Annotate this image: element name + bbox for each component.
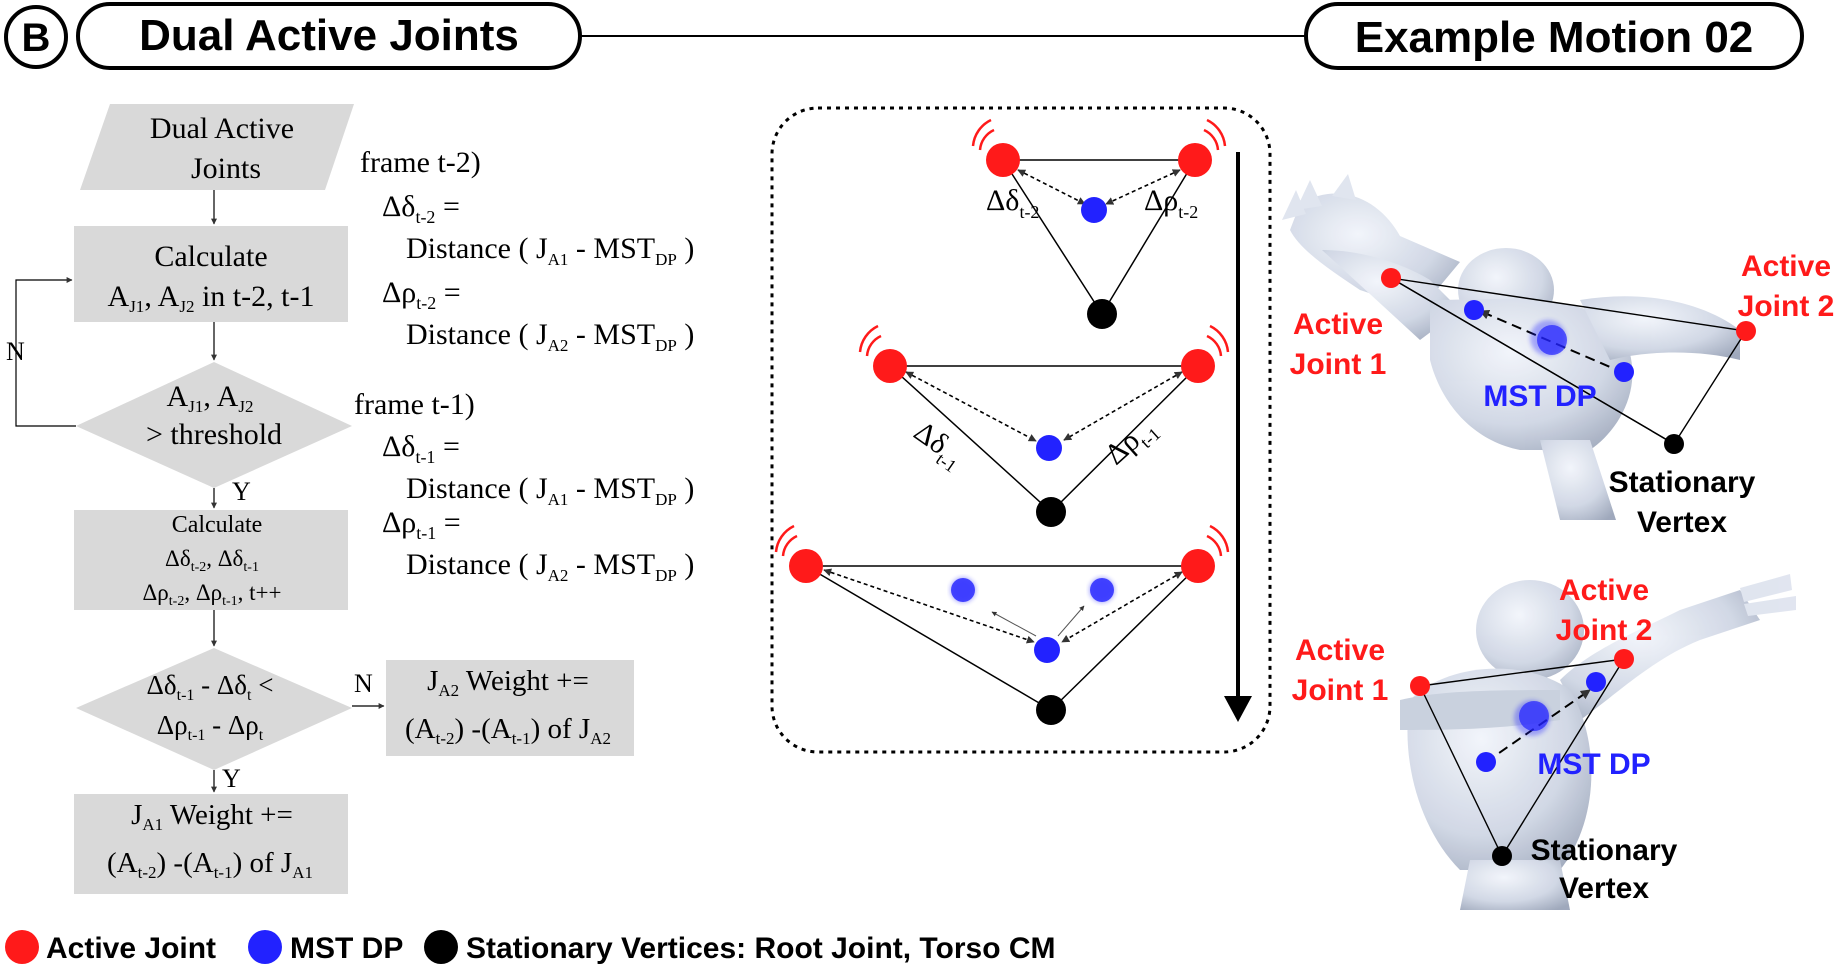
weight-a1-line-2: (At-2) -(At-1) of JA1 xyxy=(107,847,313,882)
no-label-2: N xyxy=(354,669,373,698)
weight-decision-line-1: Δδt-1 - Δδt < xyxy=(147,670,274,704)
weight-a2-line-2: (At-2) -(At-1) of JA2 xyxy=(405,713,611,748)
threshold-line-2: > threshold xyxy=(146,418,282,451)
diag-delta-t1: Δδt-1 xyxy=(905,415,971,477)
calc-accel-line-2: AJ1, AJ2 in t-2, t-1 xyxy=(108,280,315,316)
threshold-decision xyxy=(76,362,352,488)
start-node xyxy=(80,104,354,190)
page-title: Dual Active Joints xyxy=(139,11,519,60)
threshold-line-1: AJ1, AJ2 xyxy=(167,380,254,416)
header: B Dual Active Joints Example Motion 02 xyxy=(4,2,1804,70)
triangle-t1: Δδt-1 Δρt-1 xyxy=(858,324,1230,527)
weight-a1-line-1: JA1 Weight += xyxy=(131,799,293,834)
formulas: frame t-2) Δδt-2 = Distance ( JA1 - MSTD… xyxy=(354,146,694,585)
time-arrow-head xyxy=(1224,696,1252,722)
weight-decision xyxy=(76,648,352,770)
legend-active-label: Active Joint xyxy=(46,932,216,965)
frame-t1-label: frame t-1) xyxy=(354,388,475,421)
weight-a2-box xyxy=(386,660,634,756)
calc-accel-box xyxy=(74,226,348,322)
diag-delta-t2: Δδt-2 xyxy=(986,184,1039,222)
delta-t1-eq: Δδt-1 = xyxy=(382,430,460,467)
rho-t2-eq: Δρt-2 = xyxy=(382,276,461,313)
weight-a1-box xyxy=(74,794,348,894)
fig2-mst-dp: MST DP xyxy=(1537,748,1650,781)
calc-delta-line-1: Calculate xyxy=(172,512,263,538)
calc-delta-box xyxy=(74,510,348,610)
calc-delta-line-3: Δρt-2, Δρt-1, t++ xyxy=(142,580,281,609)
flowchart: Dual Active Joints Calculate AJ1, AJ2 in… xyxy=(6,104,634,894)
triangle-t xyxy=(774,524,1230,725)
section-badge-label: B xyxy=(22,16,51,60)
diagram-frame xyxy=(770,106,1272,754)
diag-rho-t1: Δρt-1 xyxy=(1099,410,1165,475)
rho-t1-distance: Distance ( JA2 - MSTDP ) xyxy=(406,548,694,585)
legend-mst-swatch xyxy=(248,930,282,964)
legend-mst-label: MST DP xyxy=(290,932,403,965)
triangle-diagrams: Δδt-2 Δρt-2 Δδt-1 Δρt-1 xyxy=(770,106,1272,754)
triangle-t2: Δδt-2 Δρt-2 xyxy=(971,118,1227,329)
section-badge xyxy=(4,5,68,69)
legend-stationary-label: Stationary Vertices: Root Joint, Torso C… xyxy=(466,932,1056,965)
diag-rho-t2: Δρt-2 xyxy=(1144,184,1198,222)
yes-label-2: Y xyxy=(222,764,241,793)
frame-t2-label: frame t-2) xyxy=(360,146,481,179)
fig1-mst-dp: MST DP xyxy=(1483,380,1596,413)
rho-t1-eq: Δρt-1 = xyxy=(382,506,461,543)
calc-delta-line-2: Δδt-2, Δδt-1 xyxy=(165,546,259,575)
delta-t1-distance: Distance ( JA1 - MSTDP ) xyxy=(406,472,694,509)
no-loop-arrow xyxy=(15,277,76,427)
start-line-1: Dual Active xyxy=(150,112,294,145)
legend-active-swatch xyxy=(5,930,39,964)
yes-label-1: Y xyxy=(232,477,251,506)
example-title: Example Motion 02 xyxy=(1355,13,1754,62)
start-line-2: Joints xyxy=(191,152,261,185)
example-pill xyxy=(1304,2,1804,70)
legend: Active Joint MST DP Stationary Vertices:… xyxy=(5,930,1056,965)
delta-t2-distance: Distance ( JA1 - MSTDP ) xyxy=(406,232,694,269)
legend-stationary-swatch xyxy=(424,930,458,964)
no-label-1: N xyxy=(6,337,25,366)
weight-decision-line-2: Δρt-1 - Δρt xyxy=(157,710,264,744)
delta-t2-eq: Δδt-2 = xyxy=(382,190,460,227)
calc-accel-line-1: Calculate xyxy=(154,240,267,273)
weight-a2-line-1: JA2 Weight += xyxy=(427,665,589,700)
rho-t2-distance: Distance ( JA2 - MSTDP ) xyxy=(406,318,694,355)
